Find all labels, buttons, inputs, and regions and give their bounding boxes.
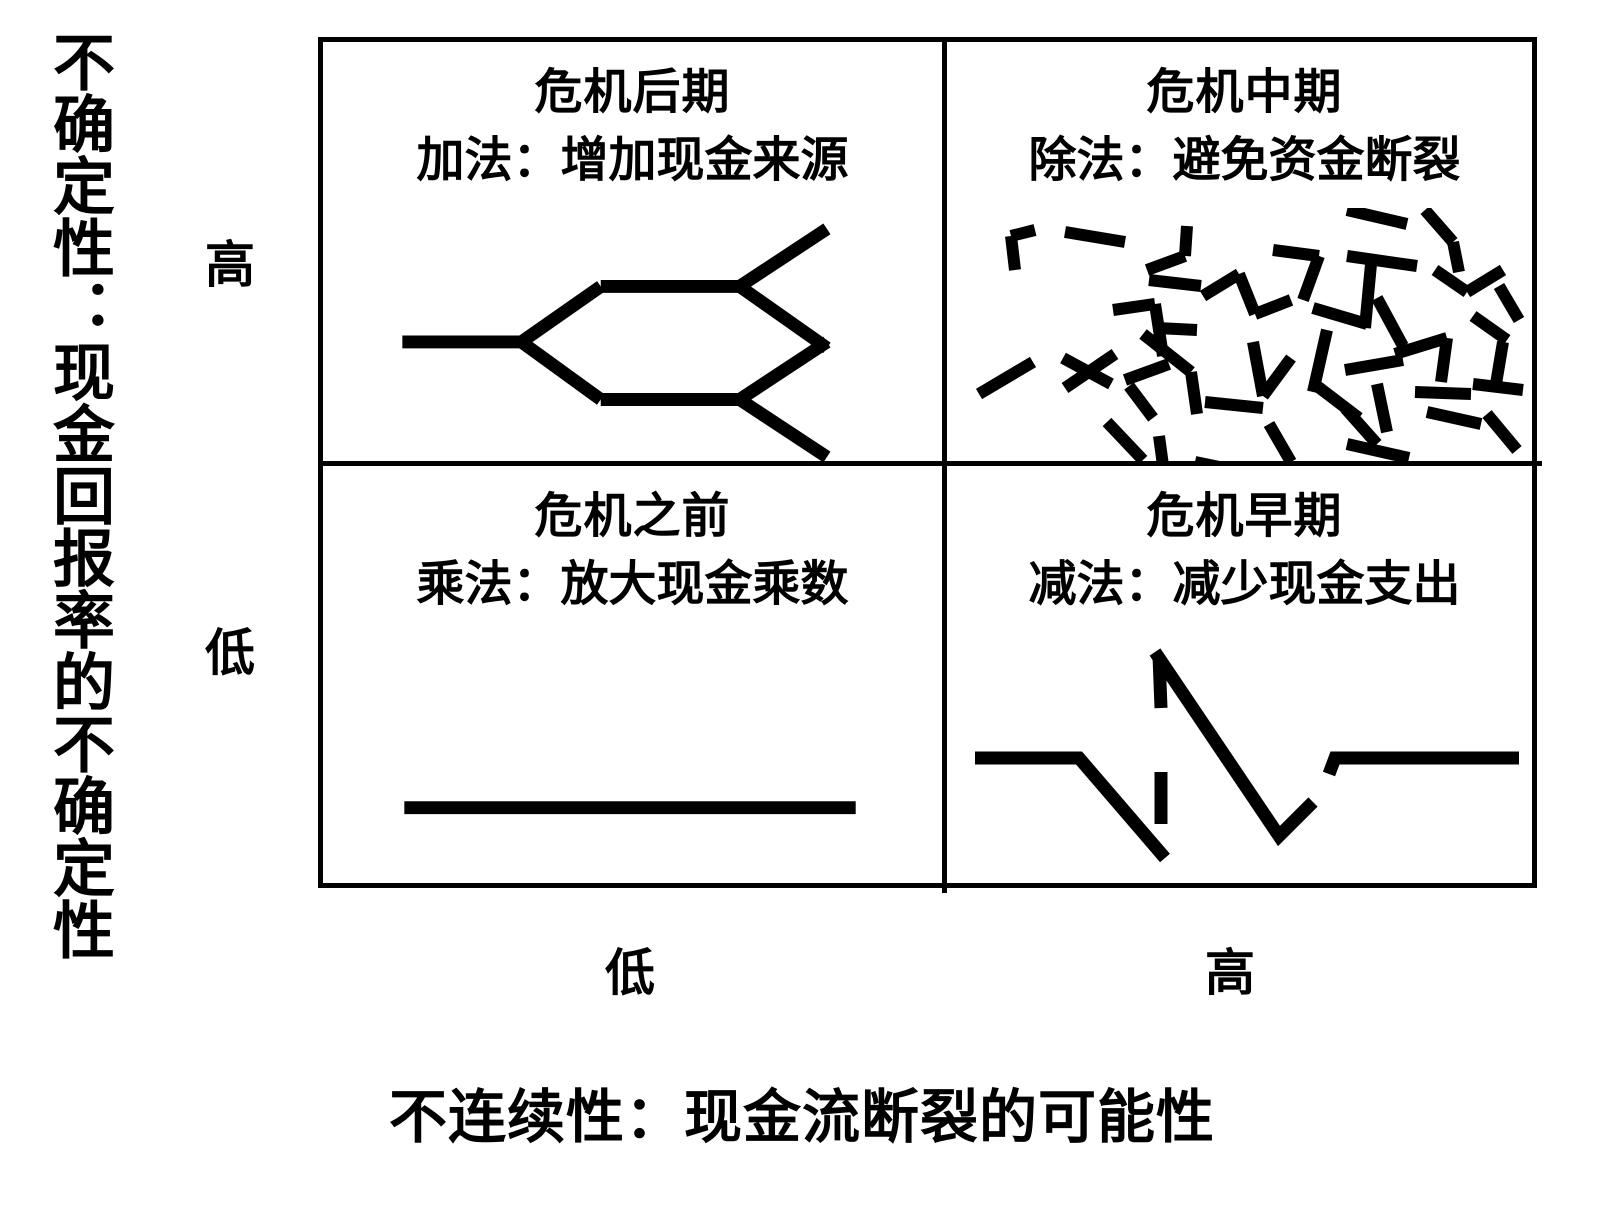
quadrant-matrix: 危机后期 加法：增加现金来源 [318,37,1542,893]
branching-tree-icon [323,208,942,461]
quadrant-top-left-title: 危机后期 [534,64,731,120]
quadrant-top-right-title: 危机中期 [1146,64,1343,120]
x-axis-tick-high: 高 [1205,944,1255,1002]
quadrant-bottom-left[interactable]: 危机之前 乘法：放大现金乘数 [323,466,947,893]
scattered-dashes-icon [947,208,1542,461]
quadrant-top-left-subtitle: 加法：增加现金来源 [416,132,849,188]
quadrant-top-right-subtitle: 除法：避免资金断裂 [1028,132,1461,188]
y-axis-title: 不确定性：现金回报率的不确定性 [42,30,115,960]
y-axis-tick-high: 高 [205,236,255,294]
flat-line-icon [323,646,942,893]
quadrant-bottom-left-subtitle: 乘法：放大现金乘数 [416,556,849,612]
x-axis-tick-low: 低 [605,944,655,1002]
x-axis-title: 不连续性：现金流断裂的可能性 [388,1083,1215,1151]
quadrant-bottom-right-title: 危机早期 [1146,488,1343,544]
quadrant-top-left[interactable]: 危机后期 加法：增加现金来源 [323,42,947,466]
y-axis-tick-low: 低 [205,624,255,682]
quadrant-bottom-left-title: 危机之前 [534,488,731,544]
quadrant-top-right[interactable]: 危机中期 除法：避免资金断裂 [947,42,1542,466]
quadrant-bottom-right-subtitle: 减法：减少现金支出 [1028,556,1461,612]
broken-zigzag-line-icon [947,646,1542,893]
quadrant-bottom-right[interactable]: 危机早期 减法：减少现金支出 [947,466,1542,893]
